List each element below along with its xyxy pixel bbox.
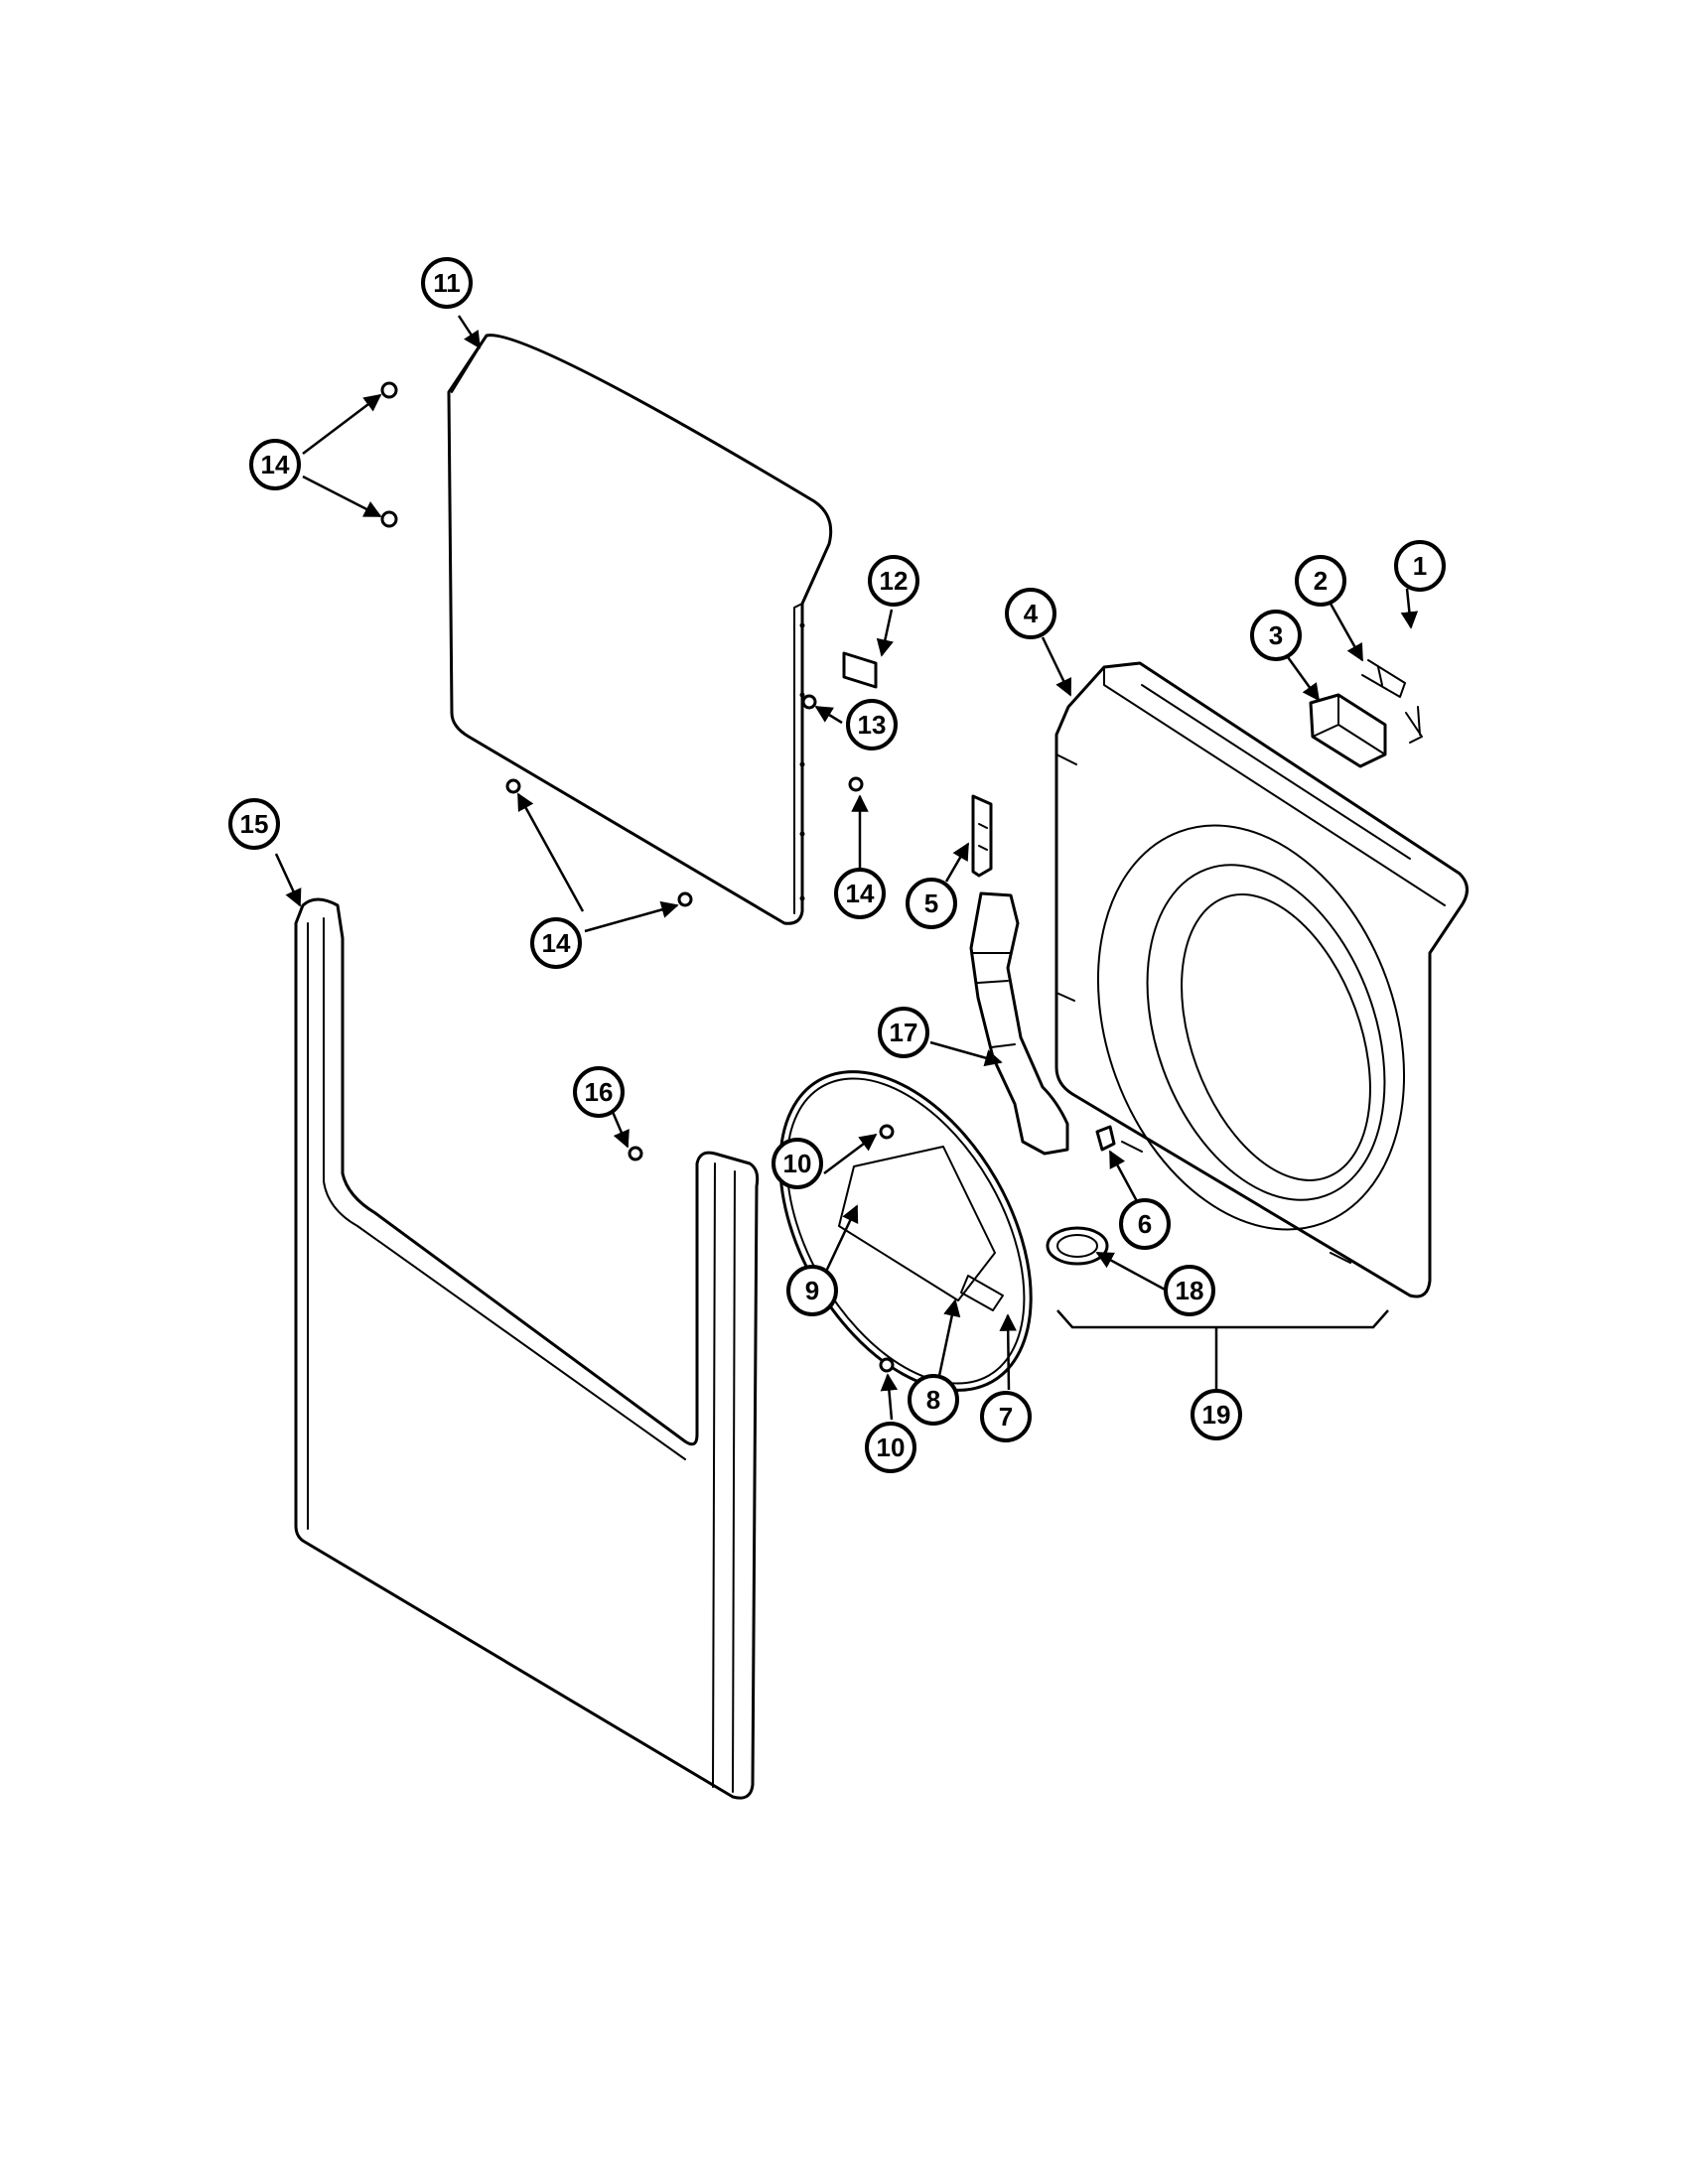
callout-17-label: 17 <box>890 1018 918 1047</box>
screw-14-mid <box>380 510 398 528</box>
callout-12: 12 <box>868 555 919 607</box>
callout-6: 6 <box>1119 1198 1171 1250</box>
callout-2: 2 <box>1295 555 1346 607</box>
callout-5: 5 <box>906 878 957 929</box>
callout-10-top-label: 10 <box>783 1149 812 1178</box>
screw-10-bottom <box>879 1357 895 1373</box>
screw-14-right <box>848 776 864 792</box>
callout-12-label: 12 <box>880 566 909 596</box>
screws <box>380 381 895 1373</box>
callout-5-label: 5 <box>924 888 938 918</box>
callout-9: 9 <box>786 1265 838 1316</box>
callout-14-bottom-label: 14 <box>542 928 571 958</box>
screw-16 <box>628 1146 643 1161</box>
top-panel <box>447 334 833 925</box>
callout-4: 4 <box>1005 588 1056 639</box>
callout-10-bottom-label: 10 <box>877 1433 906 1462</box>
callout-6-label: 6 <box>1138 1209 1152 1239</box>
callout-7: 7 <box>980 1391 1032 1442</box>
callout-3-label: 3 <box>1269 620 1283 650</box>
callout-10-bottom: 10 <box>865 1422 916 1473</box>
door-switch-parts <box>1309 659 1423 768</box>
screw-14-bottom-left <box>505 778 521 794</box>
callout-3: 3 <box>1250 610 1302 661</box>
ring-seal <box>1046 1226 1109 1266</box>
clip-6 <box>1095 1125 1116 1152</box>
callout-19: 19 <box>1191 1389 1242 1440</box>
front-bulkhead <box>1054 661 1469 1298</box>
screw-14-bottom-right <box>677 891 693 907</box>
assembly-bracket-19 <box>1056 1309 1389 1390</box>
callout-13: 13 <box>846 699 898 751</box>
callout-14-right: 14 <box>834 868 886 919</box>
callout-17: 17 <box>878 1007 929 1058</box>
callout-14-left-label: 14 <box>261 450 290 479</box>
leader-lines <box>274 315 1419 1421</box>
screw-10-top <box>879 1124 895 1140</box>
callout-18: 18 <box>1164 1265 1215 1316</box>
hinge-12 <box>842 651 878 689</box>
front-panel <box>294 897 760 1800</box>
screw-14-top <box>380 381 398 399</box>
callout-8: 8 <box>908 1374 959 1426</box>
screw-13 <box>801 694 817 710</box>
callout-19-label: 19 <box>1202 1400 1231 1430</box>
callout-9-label: 9 <box>805 1276 819 1305</box>
callout-14-bottom: 14 <box>530 917 582 969</box>
callout-2-label: 2 <box>1314 566 1328 596</box>
callout-16-label: 16 <box>585 1077 614 1107</box>
callout-13-label: 13 <box>858 710 887 740</box>
callout-14-right-label: 14 <box>846 879 875 908</box>
callout-11: 11 <box>421 257 473 309</box>
callout-10-top: 10 <box>772 1138 823 1189</box>
bracket-5 <box>971 794 993 878</box>
callout-8-label: 8 <box>926 1385 940 1415</box>
callout-7-label: 7 <box>999 1402 1013 1432</box>
callout-11-label: 11 <box>433 268 461 298</box>
callout-4-label: 4 <box>1024 599 1039 628</box>
door-assembly <box>778 1070 1033 1392</box>
callout-18-label: 18 <box>1176 1276 1204 1305</box>
callout-15-label: 15 <box>240 809 269 839</box>
callout-1: 1 <box>1394 540 1446 592</box>
callout-1-label: 1 <box>1413 551 1427 581</box>
duct-hose <box>969 891 1069 1156</box>
callout-15: 15 <box>228 798 280 850</box>
callout-16: 16 <box>573 1066 625 1118</box>
callout-14-left: 14 <box>249 439 301 490</box>
